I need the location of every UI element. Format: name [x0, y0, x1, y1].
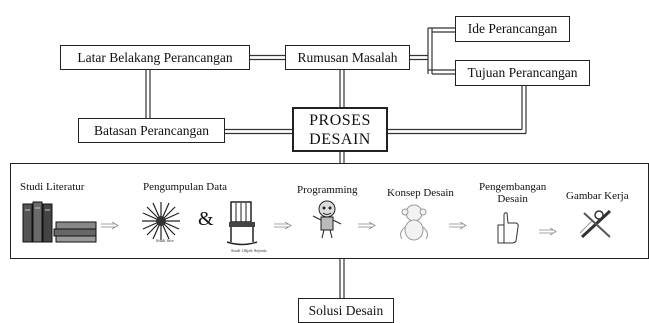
node-proses-line1: PROSES [309, 111, 371, 129]
step-programming: Programming [297, 184, 358, 196]
cartoon-figure-icon [312, 200, 342, 239]
step-pengembangan-desain: Pengembangan Desain [479, 181, 546, 205]
step-gambar-kerja: Gambar Kerja [566, 190, 629, 202]
chair-icon [226, 201, 258, 246]
step-pengembangan-line2: Desain [497, 193, 528, 205]
drawing-tools-icon [579, 209, 612, 239]
step-pengembangan-line1: Pengembangan [479, 181, 547, 193]
caption-studi-objek: Studi Objek Sejenis [231, 248, 267, 253]
step-pengumpulan-data: Pengumpulan Data [143, 181, 228, 193]
arrow-icon [101, 222, 119, 230]
node-tujuan-label: Tujuan Perancangan [467, 65, 578, 80]
node-latar-label: Latar Belakang Perancangan [77, 49, 233, 65]
node-solusi-label: Solusi Desain [308, 302, 384, 318]
arrow-icon [274, 222, 292, 230]
node-batasan-label: Batasan Perancangan [93, 122, 210, 138]
node-solusi-desain: Solusi Desain [298, 298, 394, 323]
ampersand: & [198, 208, 214, 230]
monkey-icon [400, 204, 428, 241]
node-batasan-perancangan: Batasan Perancangan [78, 118, 225, 143]
node-ide-perancangan: Ide Perancangan [455, 16, 570, 42]
books-icon [22, 201, 97, 243]
step-konsep-desain: Konsep Desain [387, 187, 454, 199]
node-proses-line2: DESAIN [309, 130, 371, 148]
thumbs-up-icon [497, 212, 519, 244]
compass-star-icon [142, 202, 180, 240]
node-latar-belakang: Latar Belakang Perancangan [60, 45, 250, 70]
node-rumusan-masalah: Rumusan Masalah [285, 45, 410, 70]
arrow-icon [539, 228, 557, 236]
step-studi-literatur: Studi Literatur [20, 181, 85, 193]
arrow-icon [358, 222, 376, 230]
node-tujuan-perancangan: Tujuan Perancangan [455, 60, 590, 86]
node-ide-label: Ide Perancangan [467, 21, 558, 36]
node-proses-desain: PROSES DESAIN [292, 107, 388, 152]
arrow-icon [449, 222, 467, 230]
caption-studi-site: Studi Site [156, 238, 174, 243]
node-rumusan-label: Rumusan Masalah [297, 49, 398, 65]
